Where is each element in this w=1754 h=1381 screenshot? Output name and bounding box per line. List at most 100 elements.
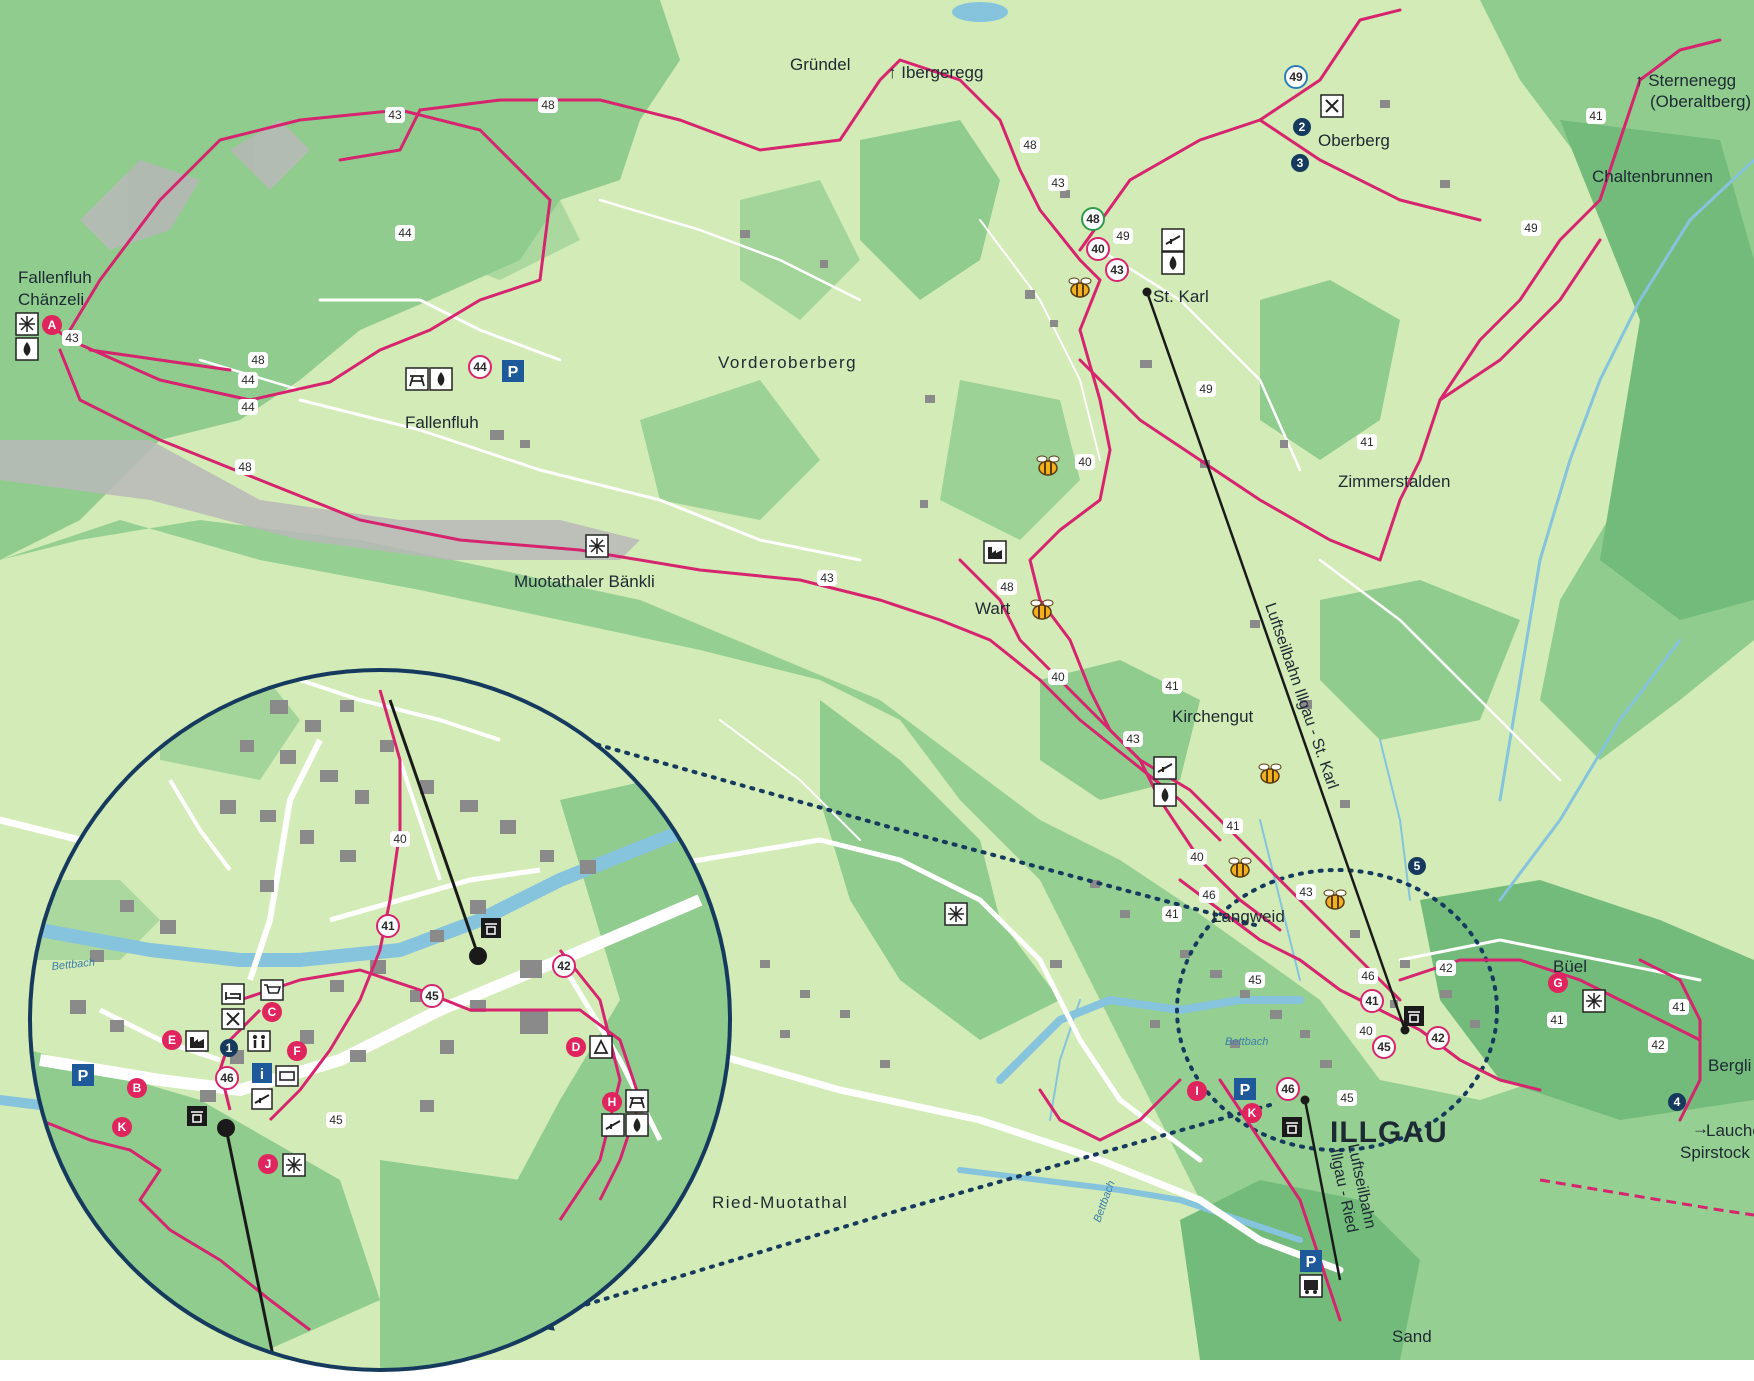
route-label: 42 xyxy=(1651,1038,1665,1052)
route-label: 48 xyxy=(1000,580,1014,594)
inset-poi-letter: E xyxy=(168,1033,176,1047)
inset-picnic-icon xyxy=(625,1089,649,1113)
route-label: 48 xyxy=(1023,138,1037,152)
place-laucheren: Laucheren xyxy=(1706,1121,1754,1140)
poi-digit: 3 xyxy=(1297,156,1304,170)
route-label: 40 xyxy=(1190,850,1204,864)
route-label: 41 xyxy=(1360,435,1374,449)
route-label: 41 xyxy=(1672,1000,1686,1014)
buildings xyxy=(490,100,1480,1068)
route-label: 43 xyxy=(1051,176,1065,190)
route-label: 46 xyxy=(1361,969,1375,983)
inset-poi-letter: B xyxy=(133,1081,142,1095)
station-illgau-top xyxy=(1400,1025,1410,1035)
factory-icon xyxy=(983,540,1007,564)
route-label: 48 xyxy=(238,460,252,474)
poi-letter-markers: A I K G xyxy=(42,315,1568,1123)
route-number-labels: 43 48 44 43 48 44 48 43 48 43 49 49 41 4… xyxy=(62,97,1689,1106)
place-bergli: Bergli xyxy=(1708,1056,1751,1075)
place-sternenegg: ↑ Sternenegg xyxy=(1635,71,1736,90)
place-laucheren-arrow: → xyxy=(1692,1119,1709,1138)
place-fallenfluh-chanzeli-1: Fallenfluh xyxy=(18,268,92,287)
inset-info-icon: i xyxy=(260,1066,264,1083)
route-label: 40 xyxy=(1078,455,1092,469)
inset-poi-letter: C xyxy=(268,1005,277,1019)
route-label: 41 xyxy=(1226,819,1240,833)
circled-number: 41 xyxy=(1365,994,1379,1008)
route-label: 49 xyxy=(1199,382,1213,396)
inset-poi-letter: D xyxy=(572,1040,581,1054)
inset-factory-icon xyxy=(185,1030,209,1052)
route-label: 44 xyxy=(241,400,255,414)
circled-number: 46 xyxy=(1281,1082,1295,1096)
route-label: 40 xyxy=(1359,1024,1373,1038)
viewpoint-icon xyxy=(585,534,609,558)
inset-circled-number: 45 xyxy=(425,989,439,1003)
route-label: 41 xyxy=(1165,679,1179,693)
place-ried-muotathal: Ried-Muotathal xyxy=(712,1193,848,1212)
route-label: 48 xyxy=(541,98,555,112)
route-label: 41 xyxy=(1165,907,1179,921)
parking-icon: P xyxy=(508,364,519,381)
cablecar-station-icon xyxy=(1282,1117,1302,1137)
route-label: 45 xyxy=(1248,973,1262,987)
place-oberaltberg: (Oberaltberg) xyxy=(1650,92,1751,111)
inset-cablecar-station-icon xyxy=(481,918,501,938)
alpine-trail-dashed xyxy=(1539,1178,1754,1217)
inset-shop-icon xyxy=(260,979,284,1001)
place-buel: Büel xyxy=(1553,957,1587,976)
route-label: 43 xyxy=(65,331,79,345)
inset-ski-lift-icon xyxy=(601,1113,625,1137)
place-vorderoberberg: Vorderoberberg xyxy=(718,353,857,372)
fireplace-icon xyxy=(1161,251,1185,275)
viewpoint-icon xyxy=(1582,989,1606,1013)
route-label: 49 xyxy=(1116,229,1130,243)
inset-circled-number: 42 xyxy=(557,959,571,973)
poi-digit: 2 xyxy=(1299,120,1306,134)
route-label: 43 xyxy=(388,108,402,122)
place-muotathaler-bankli: Muotathaler Bänkli xyxy=(514,572,655,591)
route-label: 45 xyxy=(1340,1091,1354,1105)
poi-letter: I xyxy=(1195,1084,1198,1098)
circled-number: 45 xyxy=(1377,1040,1391,1054)
hiking-trails xyxy=(48,8,1722,1322)
inset-circled-number: 46 xyxy=(220,1071,234,1085)
circled-number: 44 xyxy=(473,360,487,374)
route-label: 40 xyxy=(1051,670,1065,684)
bottom-margin xyxy=(0,1360,1754,1381)
ski-lift-icon xyxy=(1161,228,1185,252)
route-label: 44 xyxy=(241,373,255,387)
fireplace-icon xyxy=(429,367,453,391)
poi-letter: A xyxy=(48,318,57,332)
route-label: 46 xyxy=(1202,888,1216,902)
viewpoint-icon xyxy=(944,902,968,926)
poi-digit: 4 xyxy=(1674,1095,1681,1109)
rocky-areas xyxy=(0,120,640,560)
place-oberberg: Oberberg xyxy=(1318,131,1390,150)
place-zimmerstalden: Zimmerstalden xyxy=(1338,472,1450,491)
facility-icons xyxy=(15,94,1606,1298)
poi-letter: G xyxy=(1553,976,1562,990)
circled-number: 40 xyxy=(1091,242,1105,256)
inset-poi-letter: J xyxy=(265,1157,272,1171)
route-label: 49 xyxy=(1524,221,1538,235)
place-grundel: Gründel xyxy=(790,55,850,74)
pond xyxy=(952,2,1008,22)
place-illgau: ILLGAU xyxy=(1330,1116,1448,1149)
route-label: 44 xyxy=(398,226,412,240)
route-label: 48 xyxy=(251,353,265,367)
route-label: 42 xyxy=(1439,961,1453,975)
inset-atm-icon xyxy=(275,1065,299,1087)
circled-number: 48 xyxy=(1086,212,1100,226)
cable-st-karl xyxy=(1145,291,1407,1031)
route-label: 43 xyxy=(820,571,834,585)
picnic-icon xyxy=(405,367,429,391)
circled-number: 42 xyxy=(1431,1031,1445,1045)
inset-poi-digit: 1 xyxy=(226,1041,233,1055)
inset-ski-lift-icon xyxy=(251,1088,273,1110)
place-wart: Wart xyxy=(975,599,1011,618)
inset-circled-number: 41 xyxy=(381,919,395,933)
poi-letter: K xyxy=(1248,1106,1257,1120)
route-label: 43 xyxy=(1299,885,1313,899)
